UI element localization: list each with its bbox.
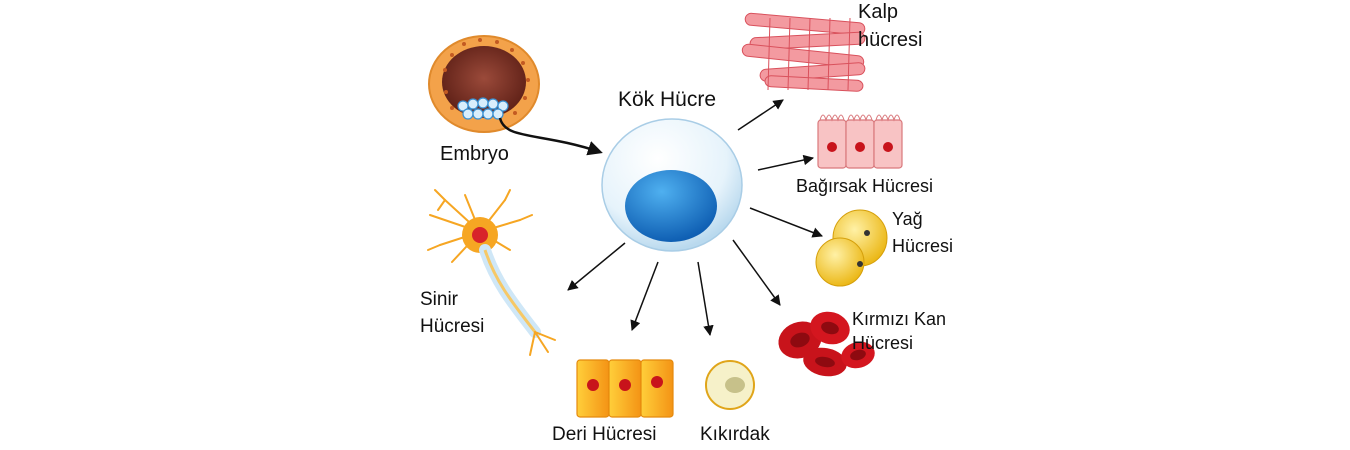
intestine-cell-illustration [817,114,903,169]
label-red-blood-cell-line2: Hücresi [852,333,914,353]
differentiation-arrows [567,99,823,337]
label-red-blood-cell-line1: Kırmızı Kan [852,309,947,329]
label-heart-cell-line1: Kalp [858,1,899,23]
label-fat-cell-line2: Hücresi [892,236,954,256]
stem-cell [601,118,743,252]
label-skin-cell: Deri Hücresi [552,424,657,445]
red-blood-cell-illustration [778,311,875,377]
nerve-cell-illustration [427,189,556,356]
label-nerve-cell-line2: Hücresi [420,316,485,337]
skin-cell-illustration [576,359,674,418]
label-cartilage: Kıkırdak [700,424,770,445]
label-nerve-cell-line1: Sinir [420,289,459,310]
label-intestine-cell: Bağırsak Hücresi [796,176,934,196]
label-heart-cell-line2: hücresi [858,29,923,51]
label-fat-cell-line1: Yağ [892,209,923,229]
label-embryo: Embryo [440,143,509,165]
heart-cell-illustration [741,12,866,92]
label-center-stem-cell: Kök Hücre [618,88,717,111]
cartilage-cell-illustration [705,360,755,410]
fat-cell-illustration [815,209,888,287]
embryo-illustration [428,35,603,156]
